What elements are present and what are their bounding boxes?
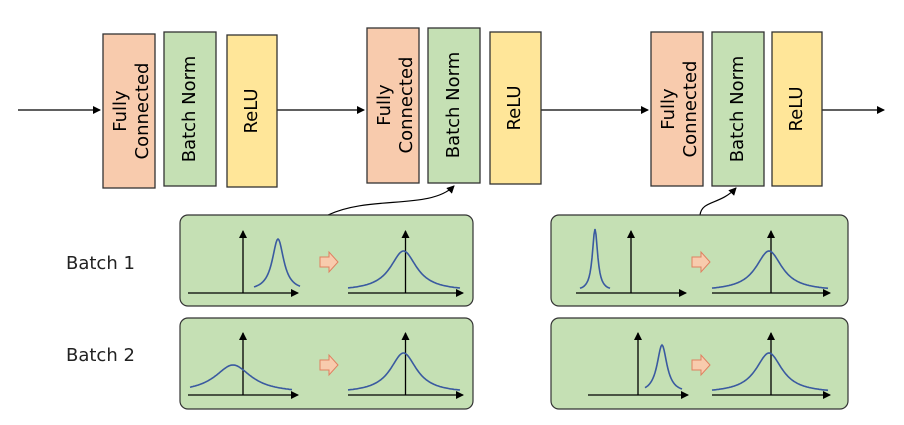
transform-arrow xyxy=(691,353,711,377)
relu-label: ReLU xyxy=(504,85,525,130)
fully-connected-block xyxy=(102,33,156,189)
batch-norm-label: Batch Norm xyxy=(179,56,200,163)
plot-axes-before xyxy=(588,332,689,399)
distribution-curve-before xyxy=(253,237,301,288)
relu-block xyxy=(489,31,542,185)
layer-group-1: Fully Connected Batch Norm ReLU xyxy=(102,31,278,189)
transform-arrow xyxy=(319,353,339,377)
row-label-batch-1: Batch 1 xyxy=(66,253,135,274)
batch-norm-block xyxy=(427,27,481,184)
relu-block xyxy=(226,34,278,188)
fully-connected-label-line1: Fully xyxy=(110,90,131,132)
layer-group-3: Fully Connected Batch Norm ReLU xyxy=(650,31,823,187)
plot-axes-after xyxy=(712,332,831,399)
distribution-curve-before xyxy=(579,228,611,290)
pointer-to-batch-norm-2 xyxy=(327,185,455,216)
relu-label: ReLU xyxy=(786,86,807,131)
batch-norm-block xyxy=(163,31,217,187)
distribution-plots xyxy=(188,228,831,399)
fully-connected-label-line1: Fully xyxy=(658,88,679,130)
distribution-curve-after xyxy=(347,352,461,391)
fully-connected-block xyxy=(366,27,420,184)
plot-axes-after xyxy=(348,230,464,297)
distribution-curve-before xyxy=(644,343,683,390)
distribution-curve-after xyxy=(711,352,829,392)
batch-norm-label: Batch Norm xyxy=(443,52,464,159)
pointer-to-batch-norm-3 xyxy=(699,187,737,216)
distribution-curve-after xyxy=(347,250,461,289)
distribution-curve-after xyxy=(711,250,829,290)
plot-axes-after xyxy=(348,332,464,399)
relu-block xyxy=(771,31,823,187)
plot-axes-after xyxy=(712,230,831,297)
plot-axes-before xyxy=(188,230,299,297)
row-label-batch-2: Batch 2 xyxy=(66,345,135,366)
transform-arrow xyxy=(691,250,711,274)
plot-axes-before xyxy=(188,332,299,399)
fully-connected-label-line2: Connected xyxy=(396,57,417,154)
fully-connected-label-line2: Connected xyxy=(132,63,153,160)
relu-label: ReLU xyxy=(241,88,262,133)
batch-norm-block xyxy=(711,31,765,187)
batch-norm-label: Batch Norm xyxy=(727,56,748,163)
fully-connected-label-line1: Fully xyxy=(374,84,395,126)
plot-axes-before xyxy=(576,230,687,297)
layer-group-2: Fully Connected Batch Norm ReLU xyxy=(366,27,542,185)
distribution-curve-before xyxy=(189,364,293,391)
fully-connected-block xyxy=(650,31,704,187)
fully-connected-label-line2: Connected xyxy=(680,61,701,158)
transform-arrow xyxy=(319,250,339,274)
